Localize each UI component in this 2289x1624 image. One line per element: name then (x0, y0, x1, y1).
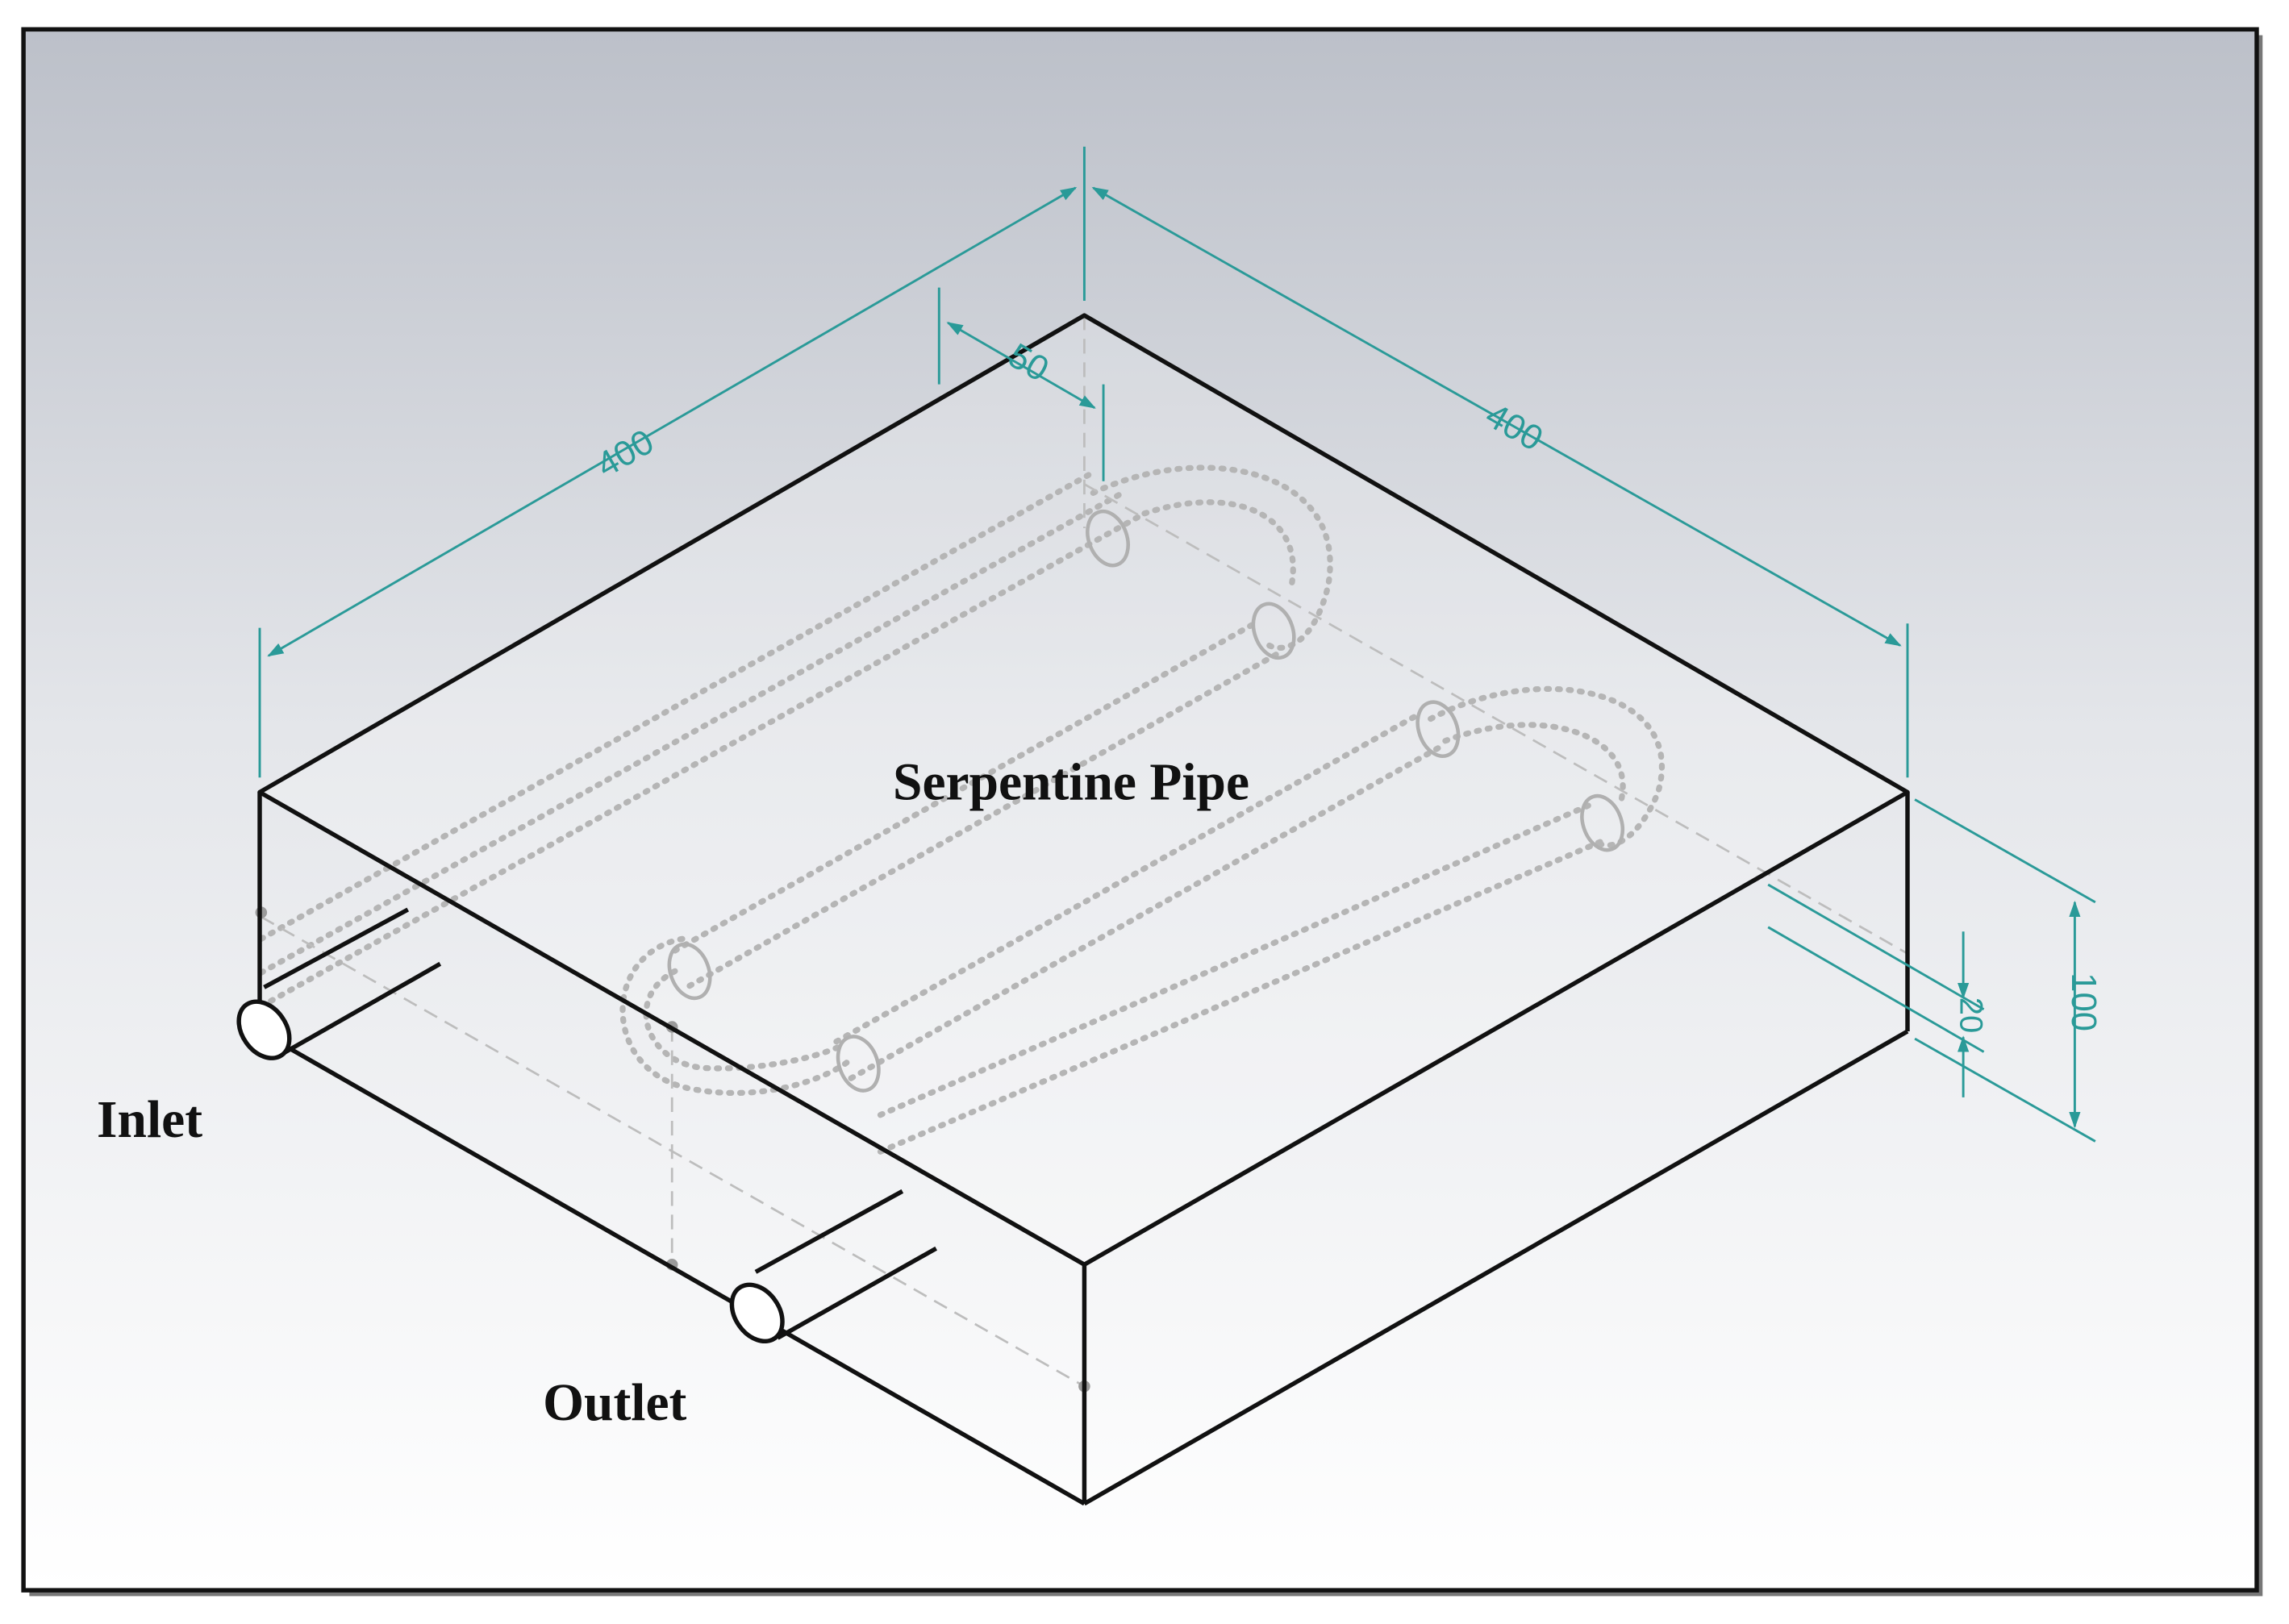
outlet-pipe (729, 1189, 938, 1344)
dim-pipe-20: 20 (1953, 997, 1988, 1034)
label-inlet: Inlet (97, 1091, 202, 1149)
label-outlet: Outlet (543, 1374, 686, 1432)
dim-height-100: 100 (2064, 972, 2103, 1031)
label-serpentine-pipe: Serpentine Pipe (893, 754, 1249, 812)
dimension-lines (258, 146, 2096, 1143)
inlet-pipe (236, 907, 442, 1060)
